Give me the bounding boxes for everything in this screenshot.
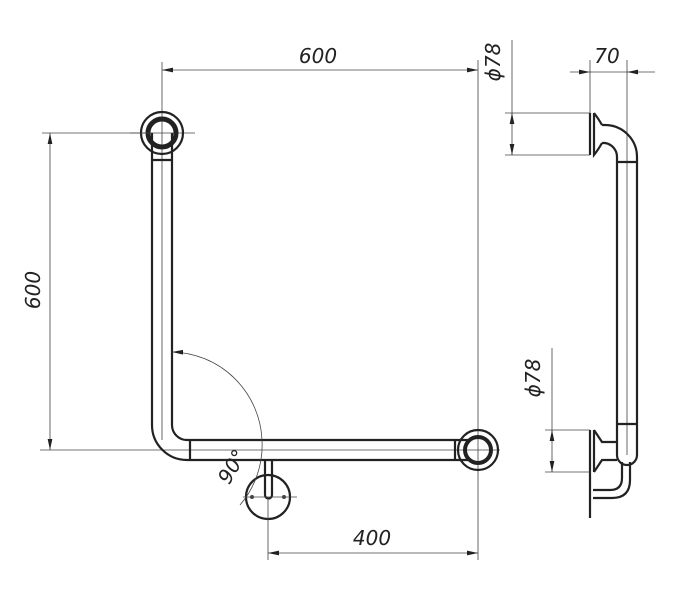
front-view: 600 600 90° 400 — [21, 44, 500, 560]
side-view: 70 ϕ78 ϕ78 — [481, 40, 655, 518]
dim-side-depth: 70 — [594, 44, 619, 68]
dim-front-height: 600 — [21, 271, 45, 309]
dim-bracket-offset: 400 — [353, 526, 391, 550]
l-shaped-tube — [150, 133, 470, 462]
dim-angle: 90° — [213, 445, 252, 488]
dim-bottom-flange-diameter: ϕ78 — [521, 359, 545, 398]
dim-top-flange-diameter: ϕ78 — [481, 43, 505, 82]
support-bracket — [243, 460, 297, 560]
right-flange — [456, 428, 500, 472]
dim-front-width: 600 — [299, 44, 337, 68]
